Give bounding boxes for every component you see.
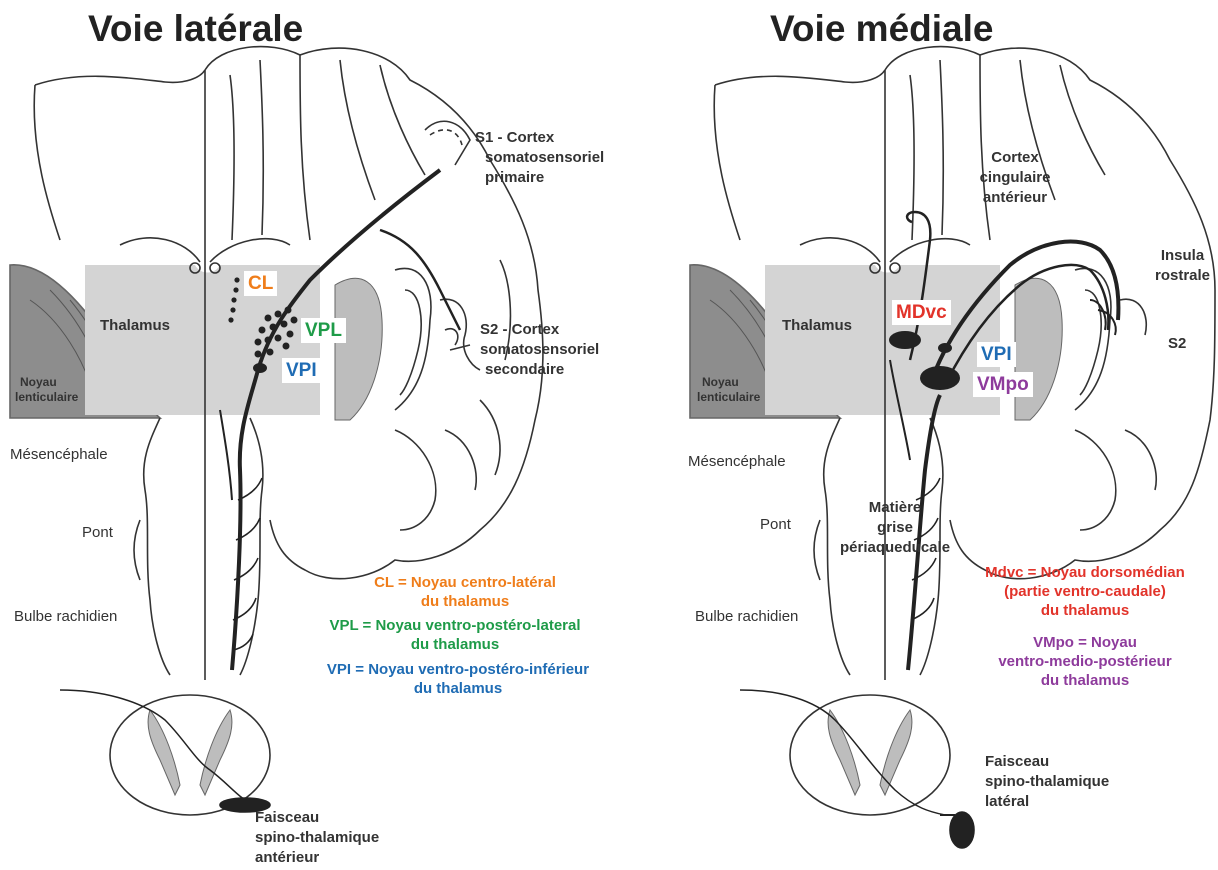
right-noyau-label: Noyau lenticulaire [697, 375, 760, 405]
left-title: Voie latérale [88, 8, 303, 50]
right-thalamus-area [765, 265, 1000, 415]
left-panel [10, 47, 543, 815]
right-cortex-label: Cortex cingulaire antérieur [965, 148, 1065, 208]
left-pont-label: Pont [82, 524, 113, 541]
right-legend-mdvc: Mdvc = Noyau dorsomédian (partie ventro-… [960, 563, 1210, 620]
left-noyau-label: Noyau lenticulaire [15, 375, 78, 405]
left-thalamus-area [85, 265, 320, 415]
right-insula-label: Insula rostrale [1150, 246, 1215, 286]
left-thalamus-label: Thalamus [100, 316, 170, 336]
right-mdvc-box: MDvc [892, 300, 951, 325]
right-lateral-tract [950, 812, 974, 848]
right-vpi-box: VPI [977, 342, 1016, 367]
right-insula-gray [1015, 278, 1062, 420]
left-s2-label: S2 - Cortex somatosensoriel secondaire [480, 320, 599, 380]
right-vmpo-box: VMpo [973, 372, 1033, 397]
right-panel [690, 47, 1215, 848]
right-title: Voie médiale [770, 8, 993, 50]
left-cl-box: CL [244, 271, 277, 296]
right-legend-vmpo: VMpo = Noyau ventro-medio-postérieur du … [975, 633, 1195, 690]
right-pont-label: Pont [760, 516, 791, 533]
left-legend-vpi: VPI = Noyau ventro-postéro-inférieur du … [293, 660, 623, 698]
right-bulbe-label: Bulbe rachidien [695, 608, 798, 625]
left-legend-vpl: VPL = Noyau ventro-postéro-lateral du th… [305, 616, 605, 654]
left-insula-gray [335, 278, 382, 420]
right-thalamus-label: Thalamus [782, 316, 852, 336]
left-s1-label: S1 - Cortex somatosensoriel primaire [475, 128, 604, 188]
left-mesencephale-label: Mésencéphale [10, 446, 108, 463]
left-spinal-cord [110, 695, 270, 815]
left-vpi-box: VPI [282, 358, 321, 383]
right-s2-label: S2 [1168, 334, 1186, 354]
left-legend-cl: CL = Noyau centro-latéral du thalamus [340, 573, 590, 611]
left-faisceau-label: Faisceau spino-thalamique antérieur [255, 808, 379, 868]
left-vpl-box: VPL [301, 318, 346, 343]
right-mesencephale-label: Mésencéphale [688, 453, 786, 470]
left-bulbe-label: Bulbe rachidien [14, 608, 117, 625]
right-spinal-cord [790, 695, 950, 815]
right-matiere-label: Matière grise périaqueducale [840, 498, 950, 558]
right-faisceau-label: Faisceau spino-thalamique latéral [985, 752, 1109, 812]
